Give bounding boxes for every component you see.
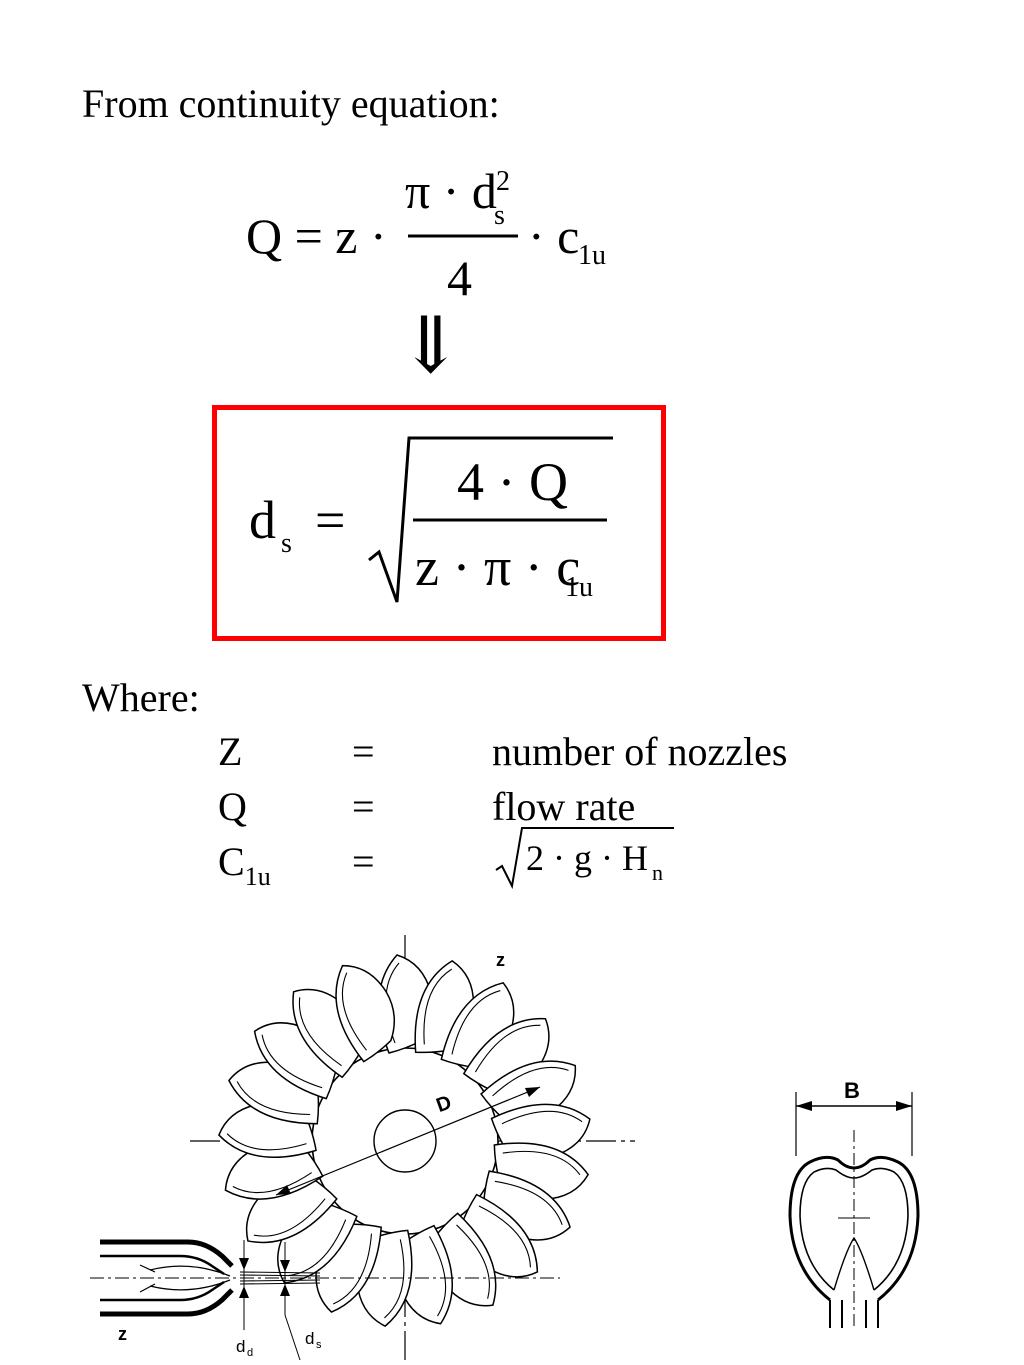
width-arrow-left-icon bbox=[796, 1101, 812, 1111]
def-meaning-c1u-text: 2 · g · H bbox=[526, 838, 648, 878]
result-equals: = bbox=[315, 490, 345, 550]
bucket-lip bbox=[478, 1205, 532, 1268]
diameter-label: D bbox=[433, 1092, 454, 1118]
runner-hub bbox=[373, 1109, 437, 1173]
heading: From continuity equation: bbox=[82, 81, 500, 126]
bucket-lip bbox=[288, 1219, 347, 1277]
result-denominator: z · π · c bbox=[415, 537, 580, 597]
sqrt-sign-icon bbox=[368, 436, 613, 603]
dd-label: d bbox=[236, 1337, 245, 1356]
dd-label-sub: d bbox=[247, 1347, 253, 1359]
result-numerator: 4 · Q bbox=[457, 452, 568, 512]
bucket-lip bbox=[456, 1224, 490, 1299]
continuity-equation: Q = z · π · d 2 s 4 · c 1u bbox=[246, 163, 606, 306]
def-equals-q: = bbox=[352, 784, 375, 829]
diameter-arrow-end-icon bbox=[525, 1087, 540, 1097]
nozzle: z d d d s bbox=[90, 1239, 560, 1361]
nozzle-pipe-outline bbox=[100, 1239, 234, 1317]
bucket-width-label: B bbox=[844, 1078, 860, 1103]
width-arrow-right-icon bbox=[896, 1101, 912, 1111]
bucket bbox=[335, 964, 396, 1063]
bucket-outer-shell bbox=[788, 1155, 920, 1302]
ds-pointer bbox=[284, 1314, 301, 1361]
ds-label: d bbox=[305, 1329, 314, 1348]
def-equals-z: = bbox=[352, 729, 375, 774]
bucket-lip bbox=[492, 1066, 569, 1097]
bucket-stem bbox=[829, 1300, 879, 1328]
bucket-lip bbox=[298, 997, 342, 1067]
bucket-lip bbox=[226, 1133, 307, 1151]
diameter-line bbox=[275, 1086, 541, 1196]
bucket-lip bbox=[253, 1198, 326, 1237]
bucket-outline bbox=[335, 964, 396, 1063]
def-meaning-c1u: 2 · g · H n bbox=[495, 827, 674, 890]
def-equals-c1u: = bbox=[352, 839, 375, 884]
result-equation: d s = 4 · Q z · π · c 1u bbox=[249, 436, 613, 603]
def-symbol-c1u-base: C bbox=[218, 839, 245, 884]
bucket-lip bbox=[232, 1172, 312, 1194]
def-symbol-z: Z bbox=[218, 729, 243, 774]
def-symbol-c1u-sub: 1u bbox=[244, 862, 271, 891]
result-box: d s = 4 · Q z · π · c 1u bbox=[212, 405, 666, 641]
needle-rod-bot bbox=[139, 1283, 156, 1293]
bucket-lip bbox=[261, 1034, 323, 1089]
nozzle-z-label: z bbox=[118, 1324, 127, 1344]
def-meaning-c1u-sub: n bbox=[652, 860, 663, 885]
bucket-lip bbox=[474, 1024, 541, 1073]
pelton-wheel-figure: D z z d d d s B bbox=[90, 935, 920, 1361]
result-denominator-sub: 1u bbox=[565, 572, 593, 603]
bucket-group bbox=[218, 954, 591, 1328]
bucket-lip bbox=[494, 1180, 563, 1225]
where-label: Where: bbox=[82, 675, 200, 720]
dd-arrow-top-icon bbox=[239, 1258, 249, 1270]
bucket-lip bbox=[501, 1110, 583, 1125]
bucket-lip bbox=[384, 1239, 405, 1319]
dd-arrow-bot-icon bbox=[239, 1286, 249, 1298]
pelton-runner: D z bbox=[190, 935, 635, 1360]
bucket-lip bbox=[236, 1081, 311, 1116]
result-lhs: d bbox=[249, 490, 276, 550]
bucket-lip bbox=[451, 990, 501, 1055]
def-symbol-c1u: C1u bbox=[218, 838, 271, 891]
eq1-numerator-sup: 2 bbox=[496, 166, 510, 197]
result-lhs-sub: s bbox=[281, 528, 292, 559]
jet-line-2 bbox=[239, 1274, 321, 1277]
def-symbol-q: Q bbox=[218, 784, 247, 829]
bucket-lip bbox=[341, 972, 367, 1051]
ds-label-sub: s bbox=[316, 1339, 322, 1351]
implies-arrow-icon: ⇓ bbox=[398, 302, 464, 389]
ds-arrow-top-icon bbox=[280, 1260, 290, 1272]
jet-line-1 bbox=[239, 1271, 321, 1274]
bucket-cross-section: B bbox=[788, 1078, 920, 1330]
eq1-lhs: Q = z · bbox=[246, 208, 387, 264]
diameter-arrow-start-icon bbox=[276, 1185, 291, 1195]
bucket-lip bbox=[502, 1150, 581, 1176]
bucket-lip bbox=[332, 1233, 373, 1305]
nozzle-pipe-inner bbox=[100, 1254, 225, 1302]
top-z-label: z bbox=[496, 950, 505, 970]
ds-arrow-bot-icon bbox=[280, 1284, 290, 1296]
eq1-rhs-sub: 1u bbox=[578, 240, 606, 271]
eq1-numerator-sub: s bbox=[494, 200, 505, 231]
jet-line-4 bbox=[239, 1282, 321, 1285]
bucket-lip bbox=[423, 968, 453, 1045]
sqrt-small-icon bbox=[495, 827, 674, 890]
def-meaning-q: flow rate bbox=[492, 784, 636, 829]
jet-line-3 bbox=[239, 1279, 321, 1282]
def-meaning-z: number of nozzles bbox=[492, 729, 788, 774]
eq1-denominator: 4 bbox=[447, 250, 472, 306]
bucket bbox=[224, 1141, 324, 1200]
eq1-numerator: π · d bbox=[405, 163, 497, 219]
needle-rod-top bbox=[139, 1264, 156, 1273]
bucket-lip bbox=[429, 1236, 447, 1317]
eq1-rhs: · c bbox=[528, 208, 579, 264]
needle-spear bbox=[149, 1265, 231, 1291]
